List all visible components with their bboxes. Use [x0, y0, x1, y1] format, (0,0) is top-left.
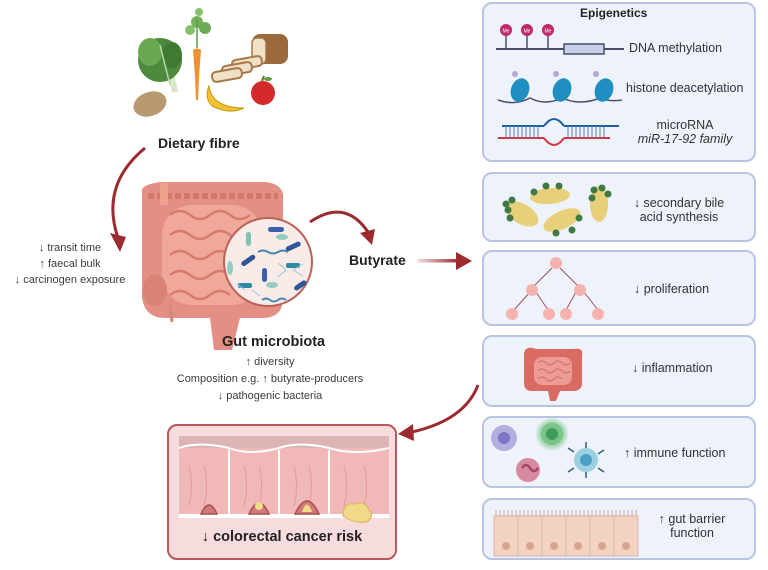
methyl-tag: Me — [503, 29, 510, 35]
panel-epigenetics: Epigenetics Me Me Me DNA methylation his… — [482, 2, 756, 162]
bile-acid-label-line1: ↓ secondary bile — [633, 196, 725, 210]
histone-deacetylation-label: histone deacetylation — [626, 81, 744, 95]
microrna-family: miR-17-92 family — [637, 132, 733, 146]
panel-immune-function: ↑ immune function — [482, 416, 756, 488]
panel-proliferation: ↓ proliferation — [482, 250, 756, 326]
butyrate-to-effects-arrowhead — [456, 252, 472, 270]
immune-cells-icon — [491, 417, 605, 482]
fibre-to-gut-arrowhead — [110, 233, 126, 252]
inflammation-label: ↓ inflammation — [632, 361, 713, 375]
microrna-title: microRNA — [656, 118, 714, 132]
microbiota-to-butyrate-arrowhead — [360, 229, 375, 245]
dietary-fibre-title: Dietary fibre — [158, 135, 240, 151]
dna-methylation-label: DNA methylation — [629, 41, 723, 55]
leafy-greens-icon — [138, 38, 182, 93]
carrot-icon — [185, 8, 211, 102]
gut-microbiota-title: Gut microbiota — [222, 334, 326, 350]
methyl-tag: Me — [524, 29, 531, 35]
microbiota-effect-item: ↑ diversity — [245, 356, 295, 368]
epigenetics-title: Epigenetics — [580, 6, 648, 20]
epithelial-barrier-icon — [493, 510, 639, 557]
colorectal-cancer-risk-box: ↓ colorectal cancer risk — [167, 424, 397, 560]
microbiota-effects-list: ↑ diversity Composition e.g. ↑ butyrate-… — [150, 354, 390, 405]
transit-effect-item: ↑ faecal bulk — [39, 258, 101, 270]
panel-inflammation: ↓ inflammation — [482, 335, 756, 407]
gut-barrier-label: ↑ gut barrier function — [642, 512, 742, 540]
bread-icon — [210, 34, 288, 83]
immune-function-label: ↑ immune function — [624, 446, 726, 460]
transit-effect-item: ↓ transit time — [38, 242, 102, 254]
proliferation-label: ↓ proliferation — [634, 282, 710, 296]
effects-to-outcome-arrow — [411, 384, 480, 434]
panel-gut-barrier: ↑ gut barrier function — [482, 498, 756, 560]
inflamed-colon-icon — [524, 347, 583, 401]
colon-polyp-progression-illustration — [178, 436, 390, 523]
cell-proliferation-icon — [506, 257, 604, 320]
methyl-tag: Me — [545, 29, 552, 35]
microrna-label: microRNA miR-17-92 family — [630, 118, 740, 146]
transit-effects-list: ↓ transit time ↑ faecal bulk ↓ carcinoge… — [0, 240, 140, 288]
butyrate-label: Butyrate — [349, 252, 406, 268]
bile-acid-label-line2: acid synthesis — [639, 210, 719, 224]
microbiota-to-butyrate-arrow — [309, 210, 370, 233]
microbiota-effect-item: ↓ pathogenic bacteria — [217, 390, 323, 402]
microrna-icon — [498, 118, 619, 146]
transit-effect-item: ↓ carcinogen exposure — [14, 274, 126, 286]
panel-bile-acid: ↓ secondary bile acid synthesis — [482, 172, 756, 242]
potato-icon — [133, 91, 167, 117]
banana-icon — [206, 84, 245, 112]
butyrate-to-effects-arrow — [417, 259, 459, 263]
microbiota-magnifier-icon — [223, 217, 313, 307]
bile-acid-bacteria-icon — [502, 182, 612, 237]
bile-acid-label: ↓ secondary bile acid synthesis — [614, 196, 744, 224]
histone-deacetylation-icon — [497, 71, 623, 104]
apple-icon — [251, 75, 275, 105]
effects-to-outcome-arrowhead — [398, 424, 414, 441]
gut-barrier-label-line2: function — [670, 526, 714, 540]
outcome-label: ↓ colorectal cancer risk — [201, 529, 363, 545]
fibre-to-gut-arrow — [111, 146, 146, 239]
dna-methylation-icon: Me Me Me — [496, 24, 624, 55]
gut-barrier-label-line1: ↑ gut barrier — [658, 512, 726, 526]
microbiota-effect-item: Composition e.g. ↑ butyrate-producers — [176, 373, 364, 385]
